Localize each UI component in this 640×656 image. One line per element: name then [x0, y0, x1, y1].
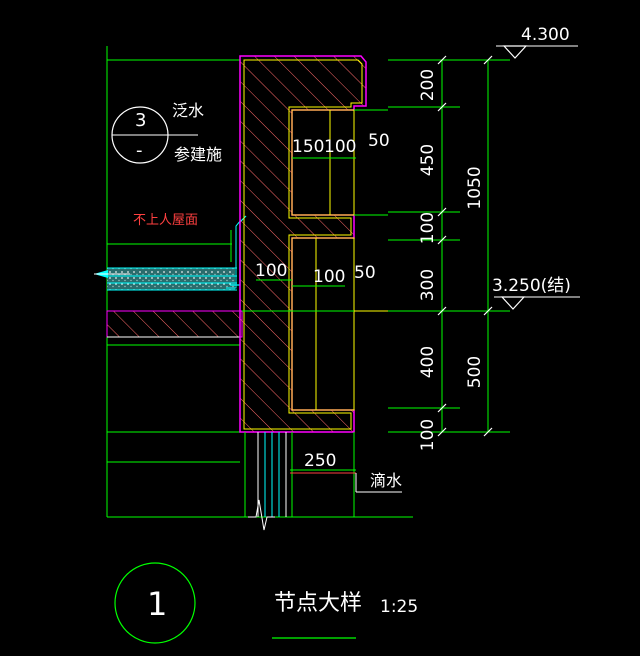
title-number: 1 — [147, 585, 167, 623]
break-line-icon — [248, 499, 275, 531]
dim-100b: 100 — [418, 419, 438, 451]
dim-100-lower: 100 — [313, 267, 345, 287]
dim-250: 250 — [304, 451, 336, 471]
dim-1050: 1050 — [465, 166, 485, 209]
see-standard-label: 参建施 — [174, 145, 222, 164]
dimension-lines — [242, 59, 510, 433]
elevation-beam-label: 3.250(结) — [492, 276, 571, 296]
dim-100-left: 100 — [255, 261, 287, 281]
scale-text: 1:25 — [380, 597, 418, 617]
detail-callout: 3 - 泛水 参建施 不上人屋面 — [111, 101, 222, 228]
inner-dimensions: 150 100 50 100 100 50 — [255, 131, 390, 287]
dim-100-upper: 100 — [324, 137, 356, 157]
flashing-label: 泛水 — [172, 101, 204, 120]
parapet-section — [239, 55, 367, 433]
dim-200: 200 — [418, 69, 438, 101]
dim-450: 450 — [418, 144, 438, 176]
elevation-marker-icon — [500, 296, 526, 310]
elevation-marker-icon — [502, 45, 528, 59]
dim-150: 150 — [292, 137, 324, 157]
dim-100a: 100 — [418, 212, 438, 244]
detail-dash: - — [136, 140, 143, 161]
drip-label: 滴水 — [370, 471, 402, 490]
dimension-labels-right: 200 450 100 300 400 100 1050 500 — [418, 69, 485, 451]
dim-300: 300 — [418, 269, 438, 301]
dim-400: 400 — [418, 346, 438, 378]
dim-50-lower: 50 — [354, 263, 376, 283]
elevation-top-label: 4.300 — [521, 25, 570, 45]
opening-frames — [291, 109, 355, 411]
dimension-ticks — [437, 55, 493, 437]
title-block: 1 节点大样 1:25 — [114, 562, 418, 644]
roof-layers — [106, 215, 247, 338]
detail-number: 3 — [135, 110, 146, 131]
bottom-detail: 250 滴水 — [244, 432, 402, 531]
dim-50-upper: 50 — [368, 131, 390, 151]
dim-500: 500 — [465, 356, 485, 388]
elevation-marker-beam: 3.250(结) — [492, 276, 580, 310]
roof-note: 不上人屋面 — [133, 213, 198, 228]
title-text: 节点大样 — [274, 591, 362, 616]
elevation-marker-top: 4.300 — [496, 25, 578, 59]
